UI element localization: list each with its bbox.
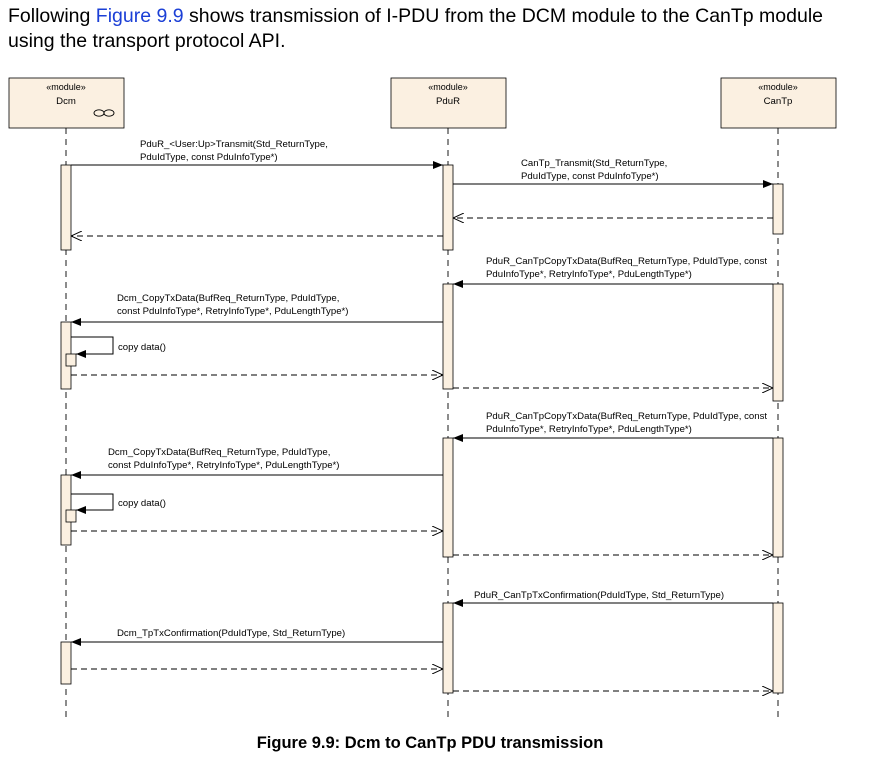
message-label: Dcm_TpTxConfirmation(PduIdType, Std_Retu…	[117, 628, 345, 639]
pdur-activation	[442, 283, 454, 390]
message-label: copy data()	[118, 342, 166, 353]
cantp-activation	[772, 437, 784, 558]
dcm-stereotype: «module»	[46, 82, 86, 92]
message-label: PduR_CanTpCopyTxData(BufReq_ReturnType, …	[486, 411, 767, 422]
message-label: PduR_CanTpTxConfirmation(PduIdType, Std_…	[474, 590, 724, 601]
dcm-name: Dcm	[56, 96, 76, 107]
cantp-name: CanTp	[764, 96, 793, 107]
message-label: PduInfoType*, RetryInfoType*, PduLengthT…	[486, 269, 692, 280]
message-label: PduIdType, const PduInfoType*)	[521, 171, 659, 182]
dcm-activation	[60, 164, 72, 251]
dcm-nested-activation	[65, 353, 77, 367]
message-label: const PduInfoType*, RetryInfoType*, PduL…	[117, 306, 348, 317]
intro-text-after: shows transmission of I-PDU from the DCM…	[8, 5, 824, 52]
participant-dcm: «module» Dcm	[8, 77, 125, 129]
message-label: Dcm_CopyTxData(BufReq_ReturnType, PduIdT…	[117, 293, 339, 304]
message-label: const PduInfoType*, RetryInfoType*, PduL…	[108, 460, 339, 471]
figure-link[interactable]: Figure 9.9	[95, 5, 184, 27]
participant-pdur: «module» PduR	[390, 77, 507, 129]
pdur-stereotype: «module»	[428, 82, 468, 92]
cantp-activation	[772, 602, 784, 694]
intro-text-before: Following	[8, 5, 96, 27]
pdur-activation	[442, 164, 454, 251]
cantp-activation	[772, 183, 784, 235]
self-message-arrow	[71, 493, 114, 514]
participant-cantp: «module» CanTp	[720, 77, 837, 129]
message-label: PduInfoType*, RetryInfoType*, PduLengthT…	[486, 424, 692, 435]
subsystem-icon	[93, 109, 115, 117]
intro-paragraph: Following Figure 9.9 shows transmission …	[8, 4, 868, 54]
cantp-stereotype: «module»	[758, 82, 798, 92]
cantp-activation	[772, 283, 784, 402]
message-label: copy data()	[118, 498, 166, 509]
dcm-nested-activation	[65, 509, 77, 523]
message-label: CanTp_Transmit(Std_ReturnType,	[521, 158, 667, 169]
message-label: PduR_<User:Up>Transmit(Std_ReturnType,	[140, 139, 328, 150]
pdur-name: PduR	[436, 96, 460, 107]
pdur-activation	[442, 602, 454, 694]
self-message-arrow	[71, 336, 114, 358]
dcm-activation	[60, 641, 72, 685]
message-label: PduIdType, const PduInfoType*)	[140, 152, 278, 163]
pdur-activation	[442, 437, 454, 558]
message-label: PduR_CanTpCopyTxData(BufReq_ReturnType, …	[486, 256, 767, 267]
message-label: Dcm_CopyTxData(BufReq_ReturnType, PduIdT…	[108, 447, 330, 458]
figure-caption: Figure 9.9: Dcm to CanTp PDU transmissio…	[257, 734, 604, 752]
